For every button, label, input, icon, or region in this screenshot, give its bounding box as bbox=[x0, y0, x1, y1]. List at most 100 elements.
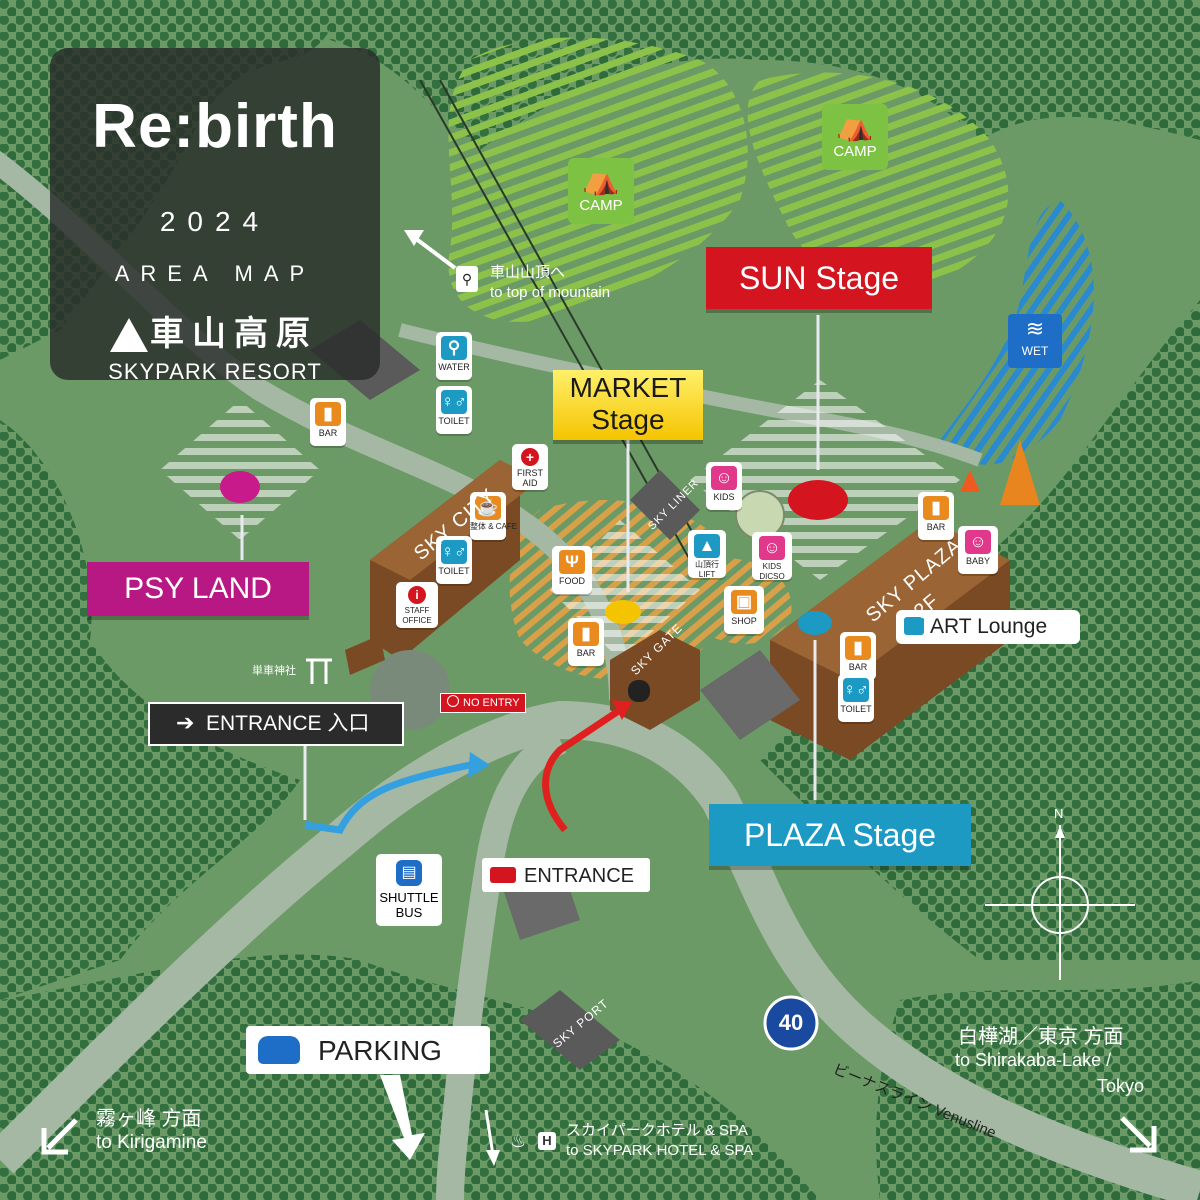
market-stage-marker bbox=[605, 600, 641, 624]
camp-sign-1[interactable]: ⛺ CAMP bbox=[568, 158, 634, 224]
toilet-icon: ♀♂ bbox=[843, 678, 869, 702]
first-aid-tile[interactable]: + FIRST AID bbox=[512, 444, 548, 490]
sky-port-building bbox=[520, 990, 620, 1070]
beer-icon: ▮ bbox=[573, 622, 599, 646]
tent-icon bbox=[1000, 440, 1040, 505]
food-tile[interactable]: Ψ FOOD bbox=[552, 546, 592, 594]
route-40-badge bbox=[763, 995, 819, 1051]
waves-icon: ≋ bbox=[1025, 316, 1045, 341]
sky-plaza-building bbox=[770, 520, 1010, 760]
kirigamine-en: to Kirigamine bbox=[96, 1132, 207, 1153]
child-icon: ☺ bbox=[759, 536, 785, 560]
bar-label-2: BAR bbox=[576, 648, 596, 658]
wet-sign[interactable]: ≋ WET bbox=[1008, 314, 1062, 368]
baby-icon: ☺ bbox=[965, 530, 991, 554]
toilet-icon: ♀♂ bbox=[441, 540, 467, 564]
water-label: WATER bbox=[438, 362, 470, 372]
entrance-label: ENTRANCE bbox=[524, 865, 635, 887]
picture-icon bbox=[904, 617, 924, 635]
red-route bbox=[542, 707, 622, 833]
kids-label: KIDS bbox=[713, 492, 735, 502]
fork-knife-icon: Ψ bbox=[559, 550, 585, 574]
market-stage-label[interactable]: MARKET Stage bbox=[553, 370, 703, 440]
toilet-icon: ♀♂ bbox=[441, 390, 467, 414]
faucet-icon: ⚲ bbox=[441, 336, 467, 360]
hotel-jp: スカイパークホテル & SPA bbox=[566, 1122, 748, 1139]
shirakaba-arrow bbox=[1120, 1116, 1152, 1148]
ticket-icon bbox=[490, 867, 516, 883]
forest-bottom bbox=[0, 954, 820, 1200]
psy-land-label[interactable]: PSY LAND bbox=[87, 562, 309, 616]
baby-label: BABY bbox=[965, 556, 990, 566]
lift-icon: ⚲ bbox=[456, 266, 478, 292]
toilet-label-1: TOILET bbox=[438, 416, 470, 426]
bar-label-3: BAR bbox=[926, 522, 946, 532]
camp-area-2 bbox=[747, 72, 1009, 288]
summit-direction-en: to top of mountain bbox=[490, 284, 611, 301]
plaza-stage-label[interactable]: PLAZA Stage bbox=[709, 804, 971, 866]
bus-icon: ▤ bbox=[396, 860, 422, 886]
tent-icon: ⛺ bbox=[582, 163, 620, 196]
access-road bbox=[436, 727, 567, 1200]
toilet-tile-2[interactable]: ♀♂ TOILET bbox=[436, 536, 472, 584]
camp-label-2: CAMP bbox=[833, 143, 877, 160]
bar-tile-2[interactable]: ▮ BAR bbox=[568, 618, 604, 666]
psy-land-area bbox=[160, 400, 320, 540]
shop-label: SHOP bbox=[731, 616, 757, 626]
mountain-icon: ▲ bbox=[694, 534, 720, 558]
parking-arrow bbox=[380, 1075, 425, 1160]
bar-tile-3[interactable]: ▮ BAR bbox=[918, 492, 954, 540]
kirigamine-jp: 霧ヶ峰 方面 bbox=[96, 1108, 202, 1130]
venue-name-en: SKYPARK RESORT bbox=[108, 359, 322, 384]
shirakaba-en-1: to Shirakaba-Lake / bbox=[955, 1050, 1112, 1070]
plaza-stage-marker bbox=[798, 611, 832, 635]
info-icon: i bbox=[408, 586, 426, 604]
art-lounge-sign[interactable]: ART Lounge bbox=[896, 610, 1080, 644]
wet-label: WET bbox=[1021, 344, 1049, 358]
brown-gate bbox=[345, 635, 385, 675]
entrance-sign[interactable]: ENTRANCE bbox=[482, 858, 650, 892]
summit-arrow bbox=[413, 236, 457, 270]
lift-line bbox=[419, 79, 691, 561]
shop-tile[interactable]: ▣ SHOP bbox=[724, 586, 764, 634]
sun-stage-label[interactable]: SUN Stage bbox=[706, 247, 932, 309]
title-card: Re:birth 2024 AREA MAP 車山高原 SKYPARK RESO… bbox=[50, 48, 380, 384]
camp-sign-2[interactable]: ⛺ CAMP bbox=[822, 104, 888, 170]
hotel-icon: H bbox=[538, 1132, 556, 1150]
baby-tile[interactable]: ☺ BABY bbox=[958, 526, 998, 574]
first-aid-label: FIRST AID bbox=[517, 468, 543, 488]
kids-tile[interactable]: ☺ KIDS bbox=[706, 462, 742, 510]
parking-sign[interactable]: PARKING bbox=[246, 1026, 490, 1074]
lift-tile[interactable]: ▲ 山頂行 LIFT bbox=[688, 530, 726, 579]
map-subtitle: AREA MAP bbox=[114, 261, 316, 286]
no-entry-sign: NO ENTRY bbox=[440, 693, 526, 713]
shuttle-label-1: SHUTTLE bbox=[379, 890, 439, 905]
blue-route bbox=[304, 761, 471, 834]
no-entry-icon bbox=[447, 695, 459, 707]
bar-tile-1[interactable]: ▮ BAR bbox=[310, 398, 346, 446]
venue-name-jp: 車山高原 bbox=[150, 315, 318, 353]
toilet-tile-1[interactable]: ♀♂ TOILET bbox=[436, 386, 472, 434]
toilet-tile-3[interactable]: ♀♂ TOILET bbox=[838, 674, 874, 722]
child-icon: ☺ bbox=[711, 466, 737, 490]
entrance-main-sign[interactable]: ➔ ENTRANCE 入口 bbox=[148, 702, 404, 746]
summit-direction-jp: 車山山頂へ bbox=[490, 264, 566, 281]
staff-office-tile[interactable]: i STAFF OFFICE bbox=[396, 582, 438, 628]
kirigamine-arrow bbox=[46, 1118, 78, 1150]
bag-icon: ▣ bbox=[731, 590, 757, 614]
sky-gate-building bbox=[610, 630, 700, 730]
water-tile[interactable]: ⚲ WATER bbox=[436, 332, 472, 380]
bar-tile-4[interactable]: ▮ BAR bbox=[840, 632, 876, 680]
festival-logo: Re:birth bbox=[92, 92, 338, 161]
upper-road bbox=[398, 323, 983, 467]
parking-label: PARKING bbox=[318, 1035, 442, 1066]
right-arrow-icon: ➔ bbox=[176, 710, 195, 735]
mountain-logo-icon bbox=[110, 318, 148, 352]
tent-icon: ⛺ bbox=[836, 109, 874, 142]
food-label: FOOD bbox=[559, 576, 585, 586]
shuttle-bus-tile[interactable]: ▤ SHUTTLE BUS bbox=[376, 854, 442, 926]
bar-label-4: BAR bbox=[848, 662, 868, 672]
cafe-tile[interactable]: ☕ 整体 & CAFE bbox=[470, 492, 517, 540]
market-stage-line2: Stage bbox=[591, 404, 665, 435]
kids-disco-tile[interactable]: ☺ KIDS DICSO bbox=[752, 532, 792, 581]
